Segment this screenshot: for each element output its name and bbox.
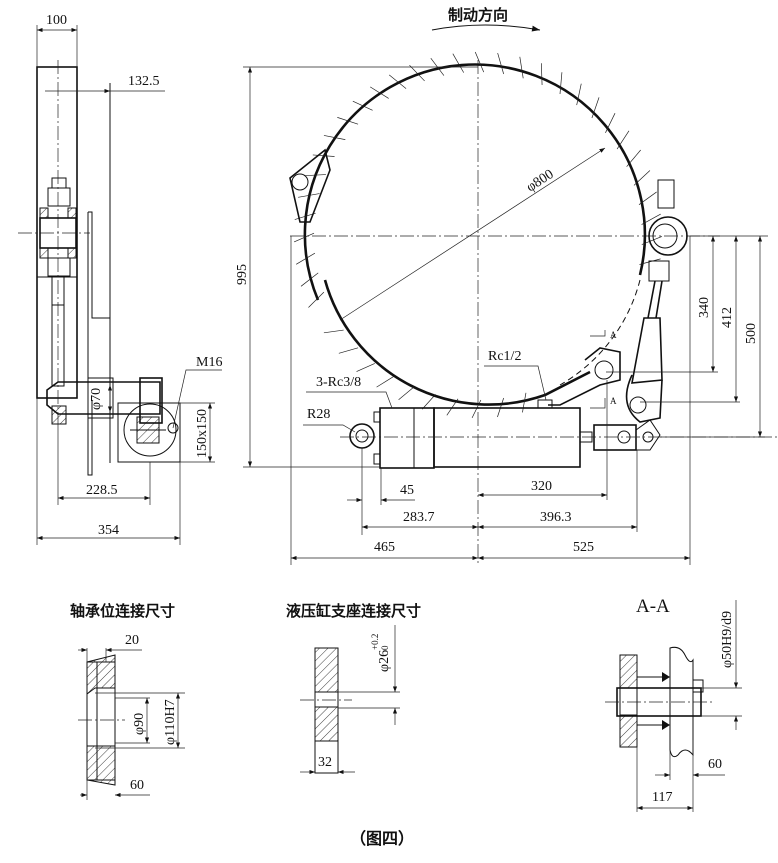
lining-tick	[639, 258, 661, 265]
lining-tick	[323, 135, 346, 140]
dim-26: φ26	[377, 650, 392, 672]
lining-tick	[522, 392, 527, 413]
lining-tick	[296, 252, 316, 265]
dim-110: φ110H7	[163, 699, 178, 745]
tolerance-upper: +0.2	[370, 634, 380, 650]
port-rc38-label: 3-Rc3/8	[316, 375, 361, 390]
dim-396: 396.3	[540, 510, 572, 525]
dim-32: 32	[318, 755, 332, 770]
friction-lining-ticks	[293, 51, 663, 419]
lining-tick	[540, 63, 543, 86]
lining-tick	[421, 394, 436, 410]
lining-tick	[519, 56, 524, 79]
lining-tick	[641, 213, 661, 225]
lining-tick	[323, 329, 344, 334]
lining-tick	[616, 130, 630, 150]
total-height-label: 995	[235, 264, 250, 285]
dim-500: 500	[744, 323, 759, 344]
figure-caption: （图四）	[350, 829, 414, 848]
hydraulic-cylinder-body	[433, 407, 581, 468]
brake-band-lower	[323, 279, 591, 406]
lining-tick	[452, 53, 465, 73]
thread-label: M16	[196, 355, 222, 370]
lining-tick	[398, 386, 415, 401]
detail-bearing: 轴承位连接尺寸 φ90 φ110H7 20 60	[70, 602, 185, 800]
lining-tick	[641, 236, 663, 245]
radius-label: R28	[307, 407, 330, 422]
section-a-a: A-A φ50H9/d9 60 117	[605, 596, 742, 812]
dim-340: 340	[697, 297, 712, 318]
lining-tick	[605, 113, 616, 133]
dim-60-aa: 60	[708, 757, 722, 772]
side-view: φ70 100 132.5 M16 150x150 228.5 354	[18, 13, 222, 545]
dim-354: 354	[98, 523, 119, 538]
lining-tick	[300, 272, 319, 287]
lining-tick	[308, 291, 325, 308]
lining-tick	[638, 191, 657, 205]
dim-plate-width: 100	[46, 13, 67, 28]
hydraulic-cylinder-head	[379, 407, 435, 469]
lining-tick	[293, 232, 315, 243]
rod-end-block	[593, 424, 637, 451]
lining-tick	[337, 117, 359, 125]
detail-bearing-title: 轴承位连接尺寸	[70, 602, 175, 620]
drum-diameter-label: φ800	[524, 167, 557, 195]
base-size-label: 150x150	[195, 409, 210, 458]
lining-tick	[626, 149, 641, 167]
lining-tick	[591, 97, 600, 119]
dim-50: φ50H9/d9	[720, 611, 735, 668]
lining-tick	[497, 52, 504, 75]
lining-tick	[298, 193, 320, 198]
lining-tick	[304, 174, 326, 177]
detail-cylinder-title: 液压缸支座连接尺寸	[286, 602, 421, 620]
lining-tick	[471, 399, 482, 419]
lining-tick	[312, 154, 335, 157]
lining-tick	[376, 376, 394, 388]
tolerance-lower: 0	[380, 645, 390, 650]
lining-tick	[356, 363, 375, 372]
lining-tick	[559, 72, 563, 95]
front-view: 制动方向 φ800 995 340 412 500 A A Rc1/2 3-Rc…	[235, 6, 778, 565]
lining-tick	[352, 100, 373, 111]
dim-525: 525	[573, 540, 594, 555]
lining-tick	[576, 83, 582, 106]
lining-tick	[388, 74, 407, 89]
dim-117: 117	[652, 790, 672, 805]
detail-cylinder-support: 液压缸支座连接尺寸 φ26 +0.2 0 32	[286, 602, 421, 775]
direction-arrow-icon	[431, 24, 541, 32]
dim-45: 45	[400, 483, 414, 498]
dim-20: 20	[125, 633, 139, 648]
section-title: A-A	[636, 596, 670, 617]
dim-90: φ90	[132, 713, 147, 735]
shaft-diameter-label: φ70	[89, 388, 104, 410]
section-mark-top: A	[610, 330, 617, 340]
braking-direction-label: 制动方向	[448, 6, 508, 24]
lining-tick	[409, 64, 425, 82]
lining-tick	[338, 347, 359, 354]
dim-320: 320	[531, 479, 552, 494]
dim-283: 283.7	[403, 510, 435, 525]
lining-tick	[294, 212, 316, 220]
dim-228: 228.5	[86, 483, 118, 498]
port-rc12-label: Rc1/2	[488, 349, 521, 364]
dim-60: 60	[130, 778, 144, 793]
dim-465: 465	[374, 540, 395, 555]
section-mark-bottom: A	[610, 396, 617, 406]
lining-tick	[370, 86, 389, 99]
brake-band-upper	[303, 63, 647, 301]
cylinder-eye	[349, 423, 375, 449]
dim-412: 412	[720, 307, 735, 328]
brake-arm-plate	[36, 66, 78, 399]
dim-offset: 132.5	[128, 74, 160, 89]
lining-tick	[474, 51, 485, 73]
lining-tick	[633, 170, 651, 186]
lining-tick	[446, 398, 459, 416]
